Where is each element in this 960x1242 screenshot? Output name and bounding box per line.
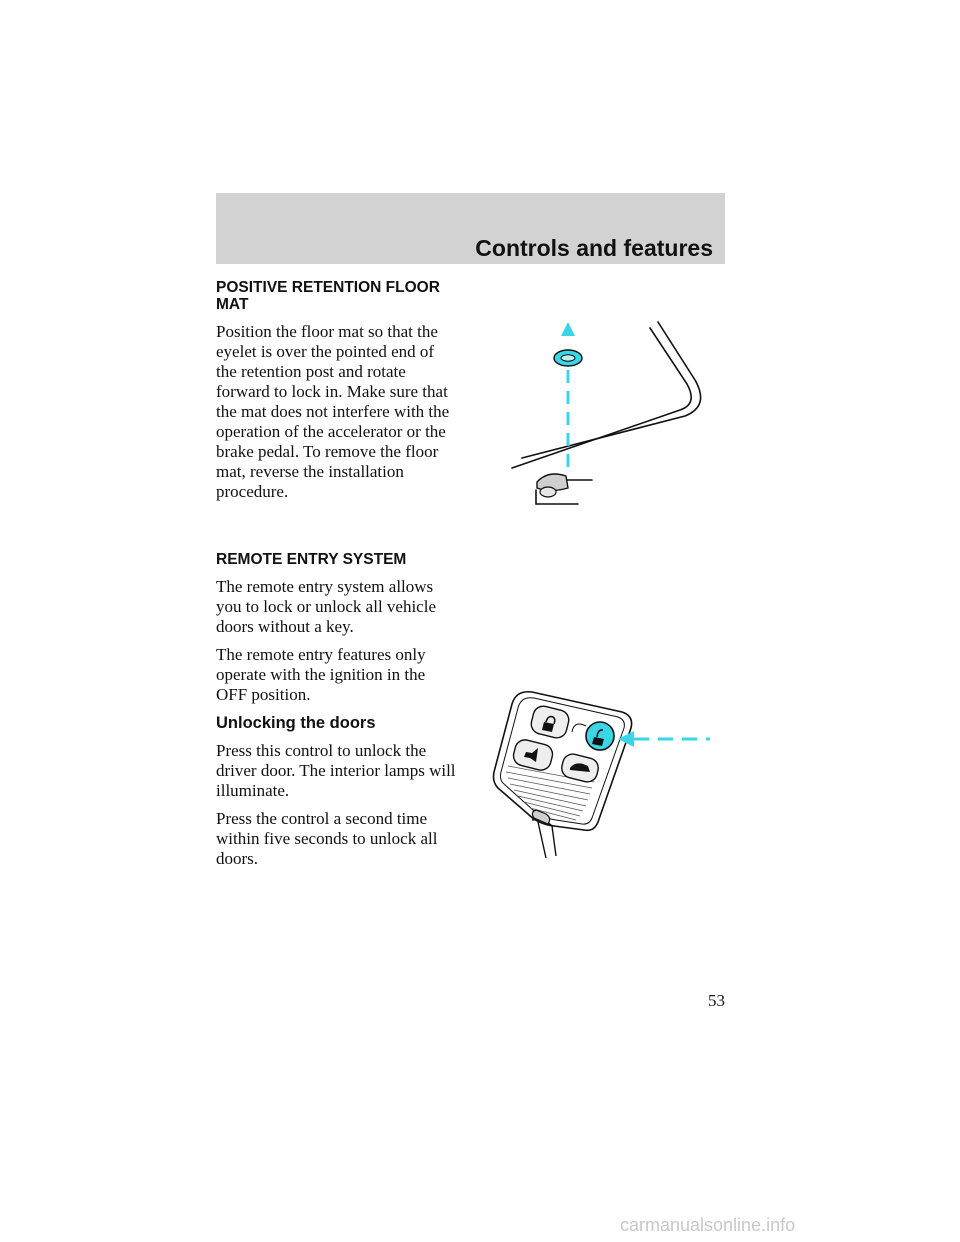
section-title: Controls and features [475, 235, 713, 261]
floor-mat-edge-outer [521, 321, 702, 459]
floor-mat-edge-inner [511, 327, 692, 469]
remote-entry-para-2: The remote entry features only operate w… [216, 645, 426, 704]
remote-entry-section: REMOTE ENTRY SYSTEM The remote entry sys… [216, 551, 478, 705]
key-fob [492, 690, 633, 859]
floor-mat-retention-illustration [511, 321, 702, 505]
trunk-button [561, 753, 599, 783]
remote-entry-key-fob-illustration [492, 690, 710, 859]
unlock-button [571, 721, 615, 751]
floor-mat-section: POSITIVE RETENTION FLOOR MAT Position th… [216, 279, 478, 502]
floor-mat-body: Position the floor mat so that the eyele… [216, 322, 450, 501]
installation-arrow-head [561, 322, 575, 336]
unlocking-para-1: Press this control to unlock the driver … [216, 741, 456, 800]
section-header-band: Controls and features [216, 193, 725, 264]
unlocking-para-2: Press the control a second time within f… [216, 809, 438, 868]
key-fob-grip-lines [505, 765, 595, 821]
retention-post [536, 473, 569, 498]
unlocking-section: Unlocking the doors Press this control t… [216, 714, 478, 869]
page-number: 53 [708, 991, 725, 1010]
page-content: POSITIVE RETENTION FLOOR MAT Position th… [216, 279, 478, 869]
remote-entry-heading: REMOTE ENTRY SYSTEM [216, 551, 407, 568]
watermark: carmanualsonline.info [620, 1215, 796, 1235]
unlock-indicator-arrow-head [618, 731, 634, 747]
remote-entry-para-1: The remote entry system allows you to lo… [216, 577, 436, 636]
floor-mat-eyelet [553, 349, 583, 367]
key-ring [531, 809, 557, 859]
unlocking-heading: Unlocking the doors [216, 714, 376, 732]
panic-button [512, 739, 554, 771]
lock-button [530, 705, 570, 739]
floor-mat-heading: POSITIVE RETENTION FLOOR MAT [216, 279, 440, 313]
